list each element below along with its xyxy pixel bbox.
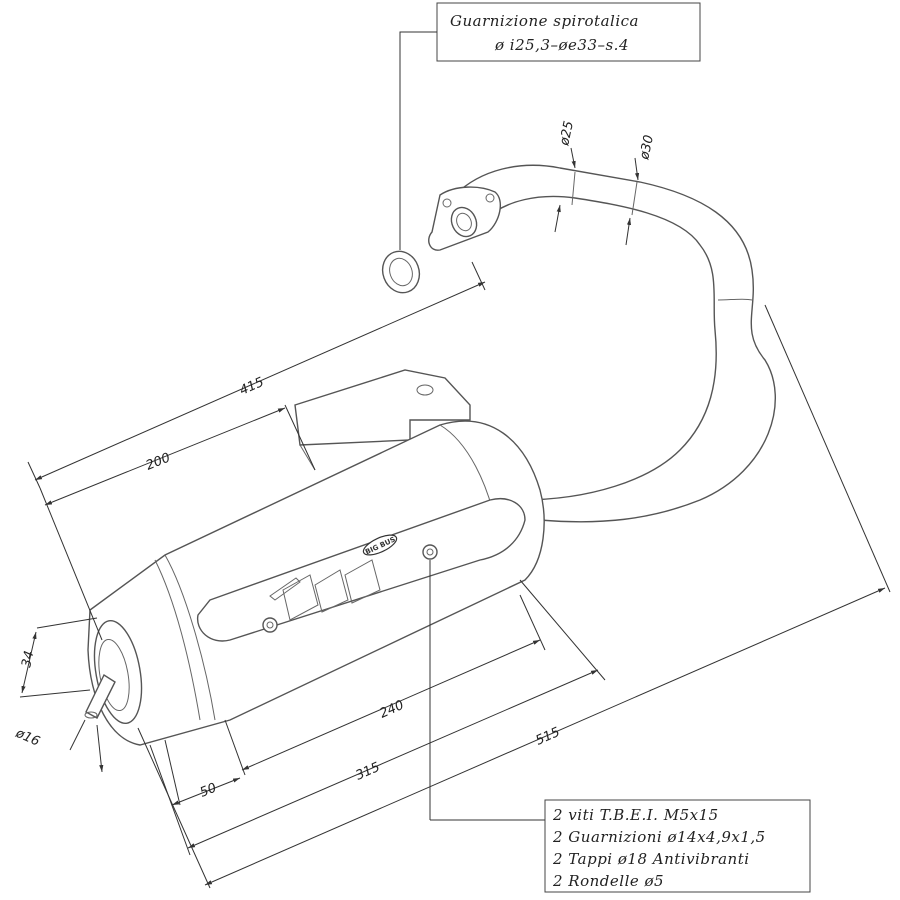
dim-200: 200 xyxy=(44,404,316,506)
gasket-leader-line xyxy=(399,31,437,250)
gasket-note-line1: Guarnizione spirotalica xyxy=(450,12,639,30)
dim-50: 50 xyxy=(164,739,241,806)
dim-diameter-16-label: ø16 xyxy=(12,726,41,750)
heat-shield-screw-left xyxy=(262,617,278,633)
parts-list-box xyxy=(544,799,811,893)
dim-50-label: 50 xyxy=(198,781,219,801)
dim-240-label: 240 xyxy=(378,698,407,722)
heat-shield-screw-right xyxy=(422,544,438,560)
gasket-note-line2: ø i25,3–øe33–s.4 xyxy=(494,36,629,54)
dim-diameter-30-label: ø30 xyxy=(637,134,657,162)
dim-diameter-25: ø25 xyxy=(554,120,577,233)
parts-list-item-1: 2 viti T.B.E.I. M5x15 xyxy=(552,806,719,824)
dim-415-label: 415 xyxy=(238,375,267,399)
spiral-gasket-ring xyxy=(381,250,421,294)
dim-515: 515 xyxy=(137,304,891,889)
gasket-note-box xyxy=(436,2,701,62)
dim-diameter-16: ø16 xyxy=(12,719,104,773)
header-pipe xyxy=(428,164,777,523)
dim-200-label: 200 xyxy=(144,451,173,474)
parts-list-item-3: 2 Tappi ø18 Antivibranti xyxy=(552,850,750,868)
parts-list: 2 viti T.B.E.I. M5x15 2 Guarnizioni ø14x… xyxy=(544,799,811,893)
gasket-note: Guarnizione spirotalica ø i25,3–øe33–s.4 xyxy=(436,2,701,62)
parts-list-item-2: 2 Guarnizioni ø14x4,9x1,5 xyxy=(552,828,766,846)
dim-diameter-30: ø30 xyxy=(625,134,657,246)
dim-diameter-25-label: ø25 xyxy=(557,120,577,148)
parts-list-item-4: 2 Rondelle ø5 xyxy=(552,872,664,890)
dim-34-label: 34 xyxy=(19,650,37,669)
dim-315-label: 315 xyxy=(354,760,383,784)
dim-515-label: 515 xyxy=(534,725,563,749)
dim-34: 34 xyxy=(19,617,98,698)
